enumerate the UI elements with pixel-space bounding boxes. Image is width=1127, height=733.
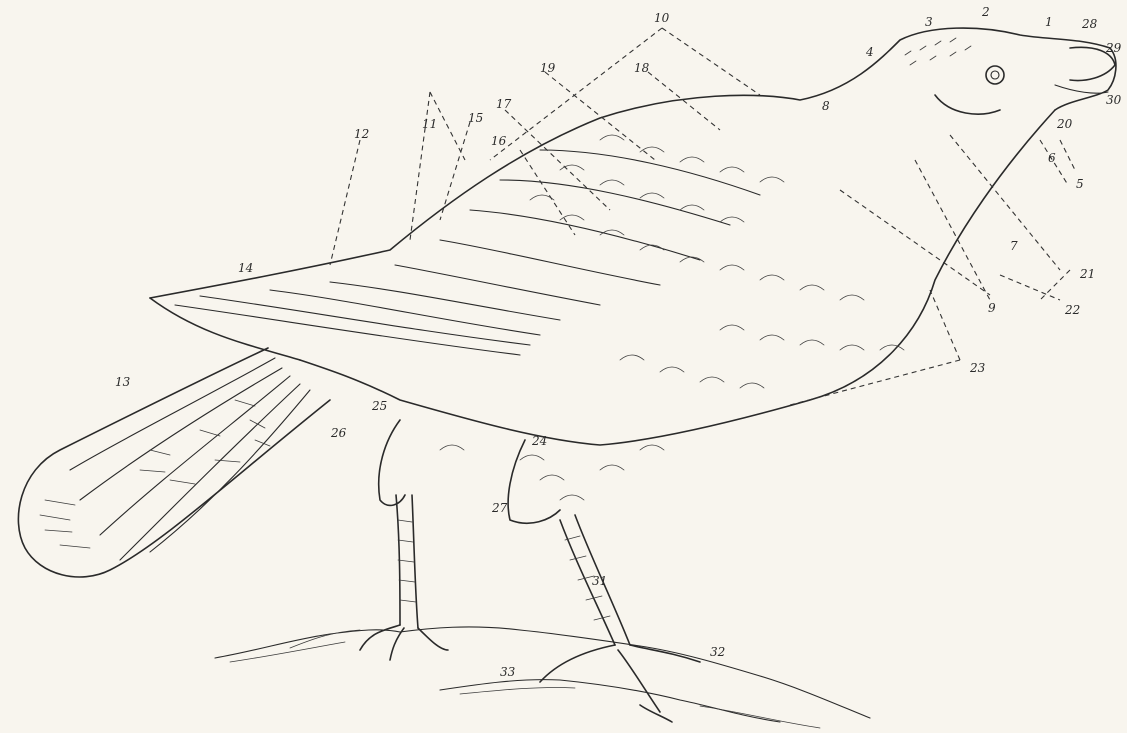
label-23: 23 — [969, 361, 986, 375]
label-24: 24 — [531, 434, 547, 448]
label-15: 15 — [468, 111, 483, 125]
label-4: 4 — [865, 45, 874, 59]
label-5: 5 — [1076, 177, 1084, 191]
legs — [360, 420, 700, 722]
label-26: 26 — [330, 426, 347, 440]
label-16: 16 — [491, 134, 507, 148]
label-19: 19 — [540, 61, 556, 75]
label-6: 6 — [1048, 151, 1056, 165]
label-27: 27 — [491, 501, 508, 515]
label-17: 17 — [496, 97, 512, 111]
label-20: 20 — [1056, 117, 1073, 131]
label-8: 8 — [822, 99, 830, 113]
head-details — [905, 38, 1115, 114]
label-21: 21 — [1079, 267, 1095, 281]
label-30: 30 — [1106, 93, 1122, 107]
label-18: 18 — [634, 61, 650, 75]
label-33: 33 — [500, 665, 516, 679]
label-11: 11 — [422, 117, 437, 131]
label-10: 10 — [654, 11, 670, 25]
label-3: 3 — [925, 15, 933, 29]
label-32: 32 — [710, 645, 725, 659]
label-12: 12 — [354, 127, 369, 141]
label-14: 14 — [238, 261, 253, 275]
label-25: 25 — [371, 399, 387, 413]
label-13: 13 — [115, 375, 131, 389]
ground-branch — [215, 627, 870, 728]
tail — [18, 348, 330, 577]
label-2: 2 — [981, 5, 990, 19]
label-9: 9 — [988, 301, 996, 315]
label-7: 7 — [1010, 239, 1018, 253]
label-31: 31 — [592, 574, 607, 588]
labels: 1 2 3 4 5 6 7 8 9 10 11 12 13 14 15 16 1… — [115, 5, 1122, 679]
label-22: 22 — [1064, 303, 1080, 317]
label-28: 28 — [1081, 17, 1098, 31]
body-outline — [150, 28, 1116, 445]
label-1: 1 — [1045, 15, 1053, 29]
label-29: 29 — [1105, 41, 1122, 55]
